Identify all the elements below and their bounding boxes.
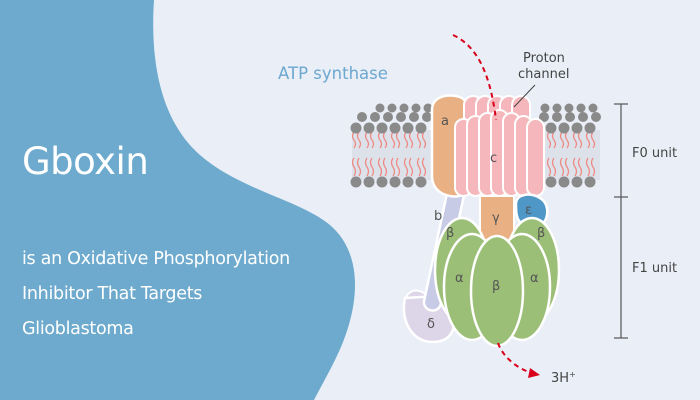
label-a: a: [441, 114, 449, 129]
lipid-head: [591, 112, 601, 122]
arrowhead-icon: [528, 368, 540, 378]
f1-unit-label: F1 unit: [632, 261, 677, 276]
lipid-head: [389, 122, 401, 134]
lipid-head: [363, 122, 375, 134]
lipid-head: [383, 112, 393, 122]
lipid-head: [409, 112, 419, 122]
lipid-head: [357, 112, 367, 122]
lipid-head: [422, 112, 432, 122]
label-gamma: γ: [492, 211, 500, 226]
lipid-head: [402, 122, 414, 134]
proton-channel-pointer: [513, 84, 536, 108]
subunit-epsilon: [514, 193, 549, 224]
blue-blob-shape: [0, 0, 355, 400]
label-alpha-right: α: [530, 271, 539, 286]
hero-subtitle-line: Glioblastoma: [22, 319, 134, 339]
unit-bracket: [614, 103, 628, 339]
lipid-head: [376, 122, 388, 134]
lipid-head: [396, 112, 406, 122]
label-beta-center: β: [492, 279, 500, 294]
f1-hexamer: [433, 216, 561, 348]
lipid-head: [584, 122, 596, 134]
lipid-head: [415, 122, 427, 134]
label-beta-right: β: [537, 226, 545, 241]
subunit-beta-center: [469, 234, 525, 348]
lipid-head: [402, 176, 414, 188]
hero-subtitle: is an Oxidative Phosphorylation Inhibito…: [22, 242, 290, 347]
label-delta: δ: [427, 317, 435, 332]
hero-title: Gboxin: [22, 140, 149, 183]
lipid-head: [350, 176, 362, 188]
label-beta-left: β: [446, 226, 454, 241]
product-label: 3H+: [551, 370, 576, 386]
proton-channel-label-line2: channel: [518, 67, 569, 82]
lipid-head: [558, 176, 570, 188]
lipid-head: [545, 122, 557, 134]
proton-exit-arrow: [497, 342, 533, 374]
lipid-head: [350, 122, 362, 134]
hero-subtitle-line: Inhibitor That Targets: [22, 284, 203, 304]
lipid-head: [552, 112, 562, 122]
lipid-head: [558, 122, 570, 134]
label-alpha-left: α: [455, 271, 464, 286]
lipid-head: [565, 112, 575, 122]
lipid-head: [584, 176, 596, 188]
proton-entry-arrow: [452, 34, 497, 121]
label-epsilon: ε: [525, 203, 532, 218]
label-b: b: [434, 209, 442, 224]
diagram-title: ATP synthase: [278, 64, 388, 83]
lipid-head: [545, 176, 557, 188]
lipid-head: [539, 112, 549, 122]
lipid-head: [389, 176, 401, 188]
hero-subtitle-line: is an Oxidative Phosphorylation: [22, 249, 290, 269]
lipid-head: [571, 122, 583, 134]
lipid-head: [376, 176, 388, 188]
lipid-head: [363, 176, 375, 188]
subunit-c-ring: [454, 95, 545, 197]
lipid-head: [370, 112, 380, 122]
lipid-head: [415, 176, 427, 188]
lipid-head: [578, 112, 588, 122]
label-c: c: [490, 151, 497, 166]
f0-unit-label: F0 unit: [632, 146, 677, 161]
proton-channel-label-line1: Proton: [523, 51, 565, 66]
lipid-head: [571, 176, 583, 188]
